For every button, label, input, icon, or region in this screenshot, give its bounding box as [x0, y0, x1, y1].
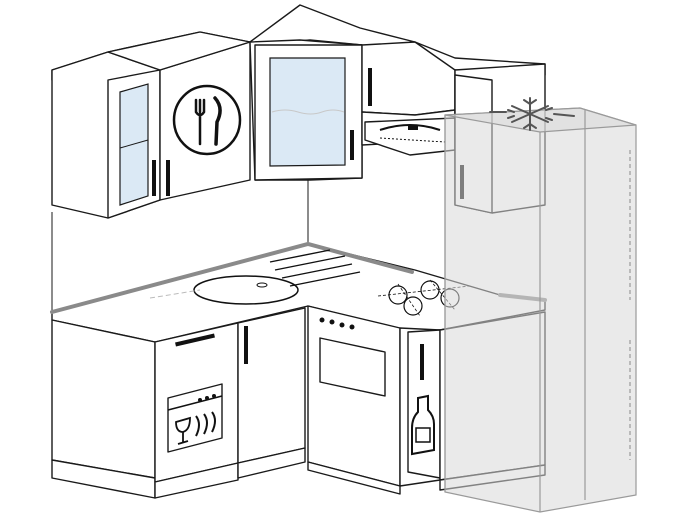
dishwasher — [154, 322, 239, 499]
snowflake-icon — [489, 97, 575, 131]
cabinet-handle — [420, 344, 424, 380]
cutlery-icon — [172, 84, 242, 156]
oven — [307, 305, 401, 495]
sink — [149, 249, 361, 305]
lower-cabinet-corner — [237, 307, 306, 479]
glass-door-corner — [269, 57, 346, 167]
countertop — [50, 241, 547, 343]
cabinet-handle — [152, 160, 156, 196]
upper-cabinet-left — [51, 51, 161, 219]
wall-corner-lines — [51, 180, 309, 312]
bottle-icon — [411, 394, 435, 456]
upper-cabinet-cutlery — [107, 31, 251, 201]
oven-window — [319, 337, 386, 397]
range-hood — [364, 117, 456, 156]
lower-cabinet-bottle — [399, 327, 441, 487]
refrigerator — [444, 97, 637, 513]
cabinet-handle — [244, 326, 248, 364]
dishwasher-icon — [167, 383, 223, 453]
cabinet-handle — [368, 68, 372, 106]
upper-cabinet-corner — [249, 39, 363, 181]
cabinet-handle — [350, 130, 354, 160]
cabinet-handle — [166, 160, 170, 196]
wine-glass-icon — [175, 416, 191, 445]
